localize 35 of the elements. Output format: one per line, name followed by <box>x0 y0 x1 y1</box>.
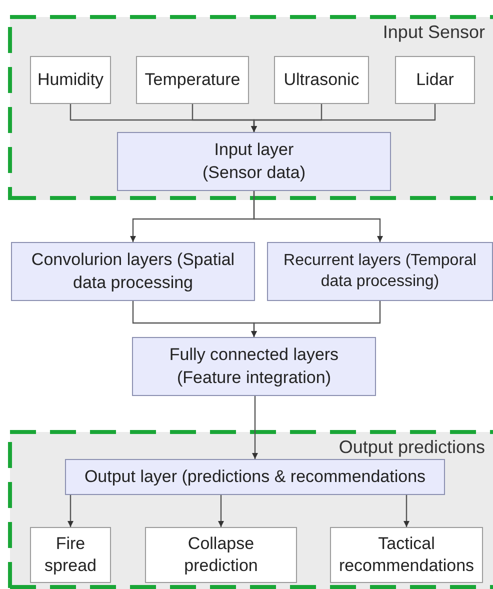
box-label: Lidar <box>416 68 454 91</box>
box-label: Fire spread <box>44 532 98 577</box>
layer-box <box>267 242 493 301</box>
box-label: Temperature <box>144 68 240 91</box>
connector-arrow <box>404 495 410 527</box>
box-label: Convolurion layers (Spatial data processing <box>30 249 236 294</box>
connector-arrow <box>252 396 258 459</box>
box-label: Ultrasonic <box>284 68 360 91</box>
group-panel <box>10 432 493 589</box>
connector-arrow <box>68 495 74 527</box>
layer-box <box>65 459 445 495</box>
layer-box <box>132 337 376 396</box>
box-label: Input layer (Sensor data) <box>202 139 306 184</box>
box-label: Output layer (predictions & recommendations <box>84 466 426 488</box>
box-label: Tactical recommendations <box>338 532 476 577</box>
process-box <box>274 56 369 104</box>
layer-box <box>117 132 391 191</box>
group-panel <box>10 17 493 200</box>
box-label: Collapse prediction <box>183 532 259 577</box>
group-title: Input Sensor <box>382 22 485 42</box>
process-box <box>30 56 111 104</box>
process-box <box>330 527 483 583</box>
box-label: Fully connected layers (Feature integration) <box>168 344 340 388</box>
layer-box <box>11 242 255 301</box>
connector-arrow <box>251 104 436 132</box>
box-label: Humidity <box>37 68 104 91</box>
process-box <box>30 527 111 583</box>
process-box <box>136 56 249 104</box>
box-label: Recurrent layers (Temporal data processing) <box>282 250 478 292</box>
process-box <box>145 527 297 583</box>
connector-arrow <box>218 495 224 527</box>
process-box <box>395 56 475 104</box>
group-title: Output predictions <box>338 437 485 457</box>
connector-arrow <box>251 301 381 337</box>
connector-arrow <box>253 191 383 242</box>
